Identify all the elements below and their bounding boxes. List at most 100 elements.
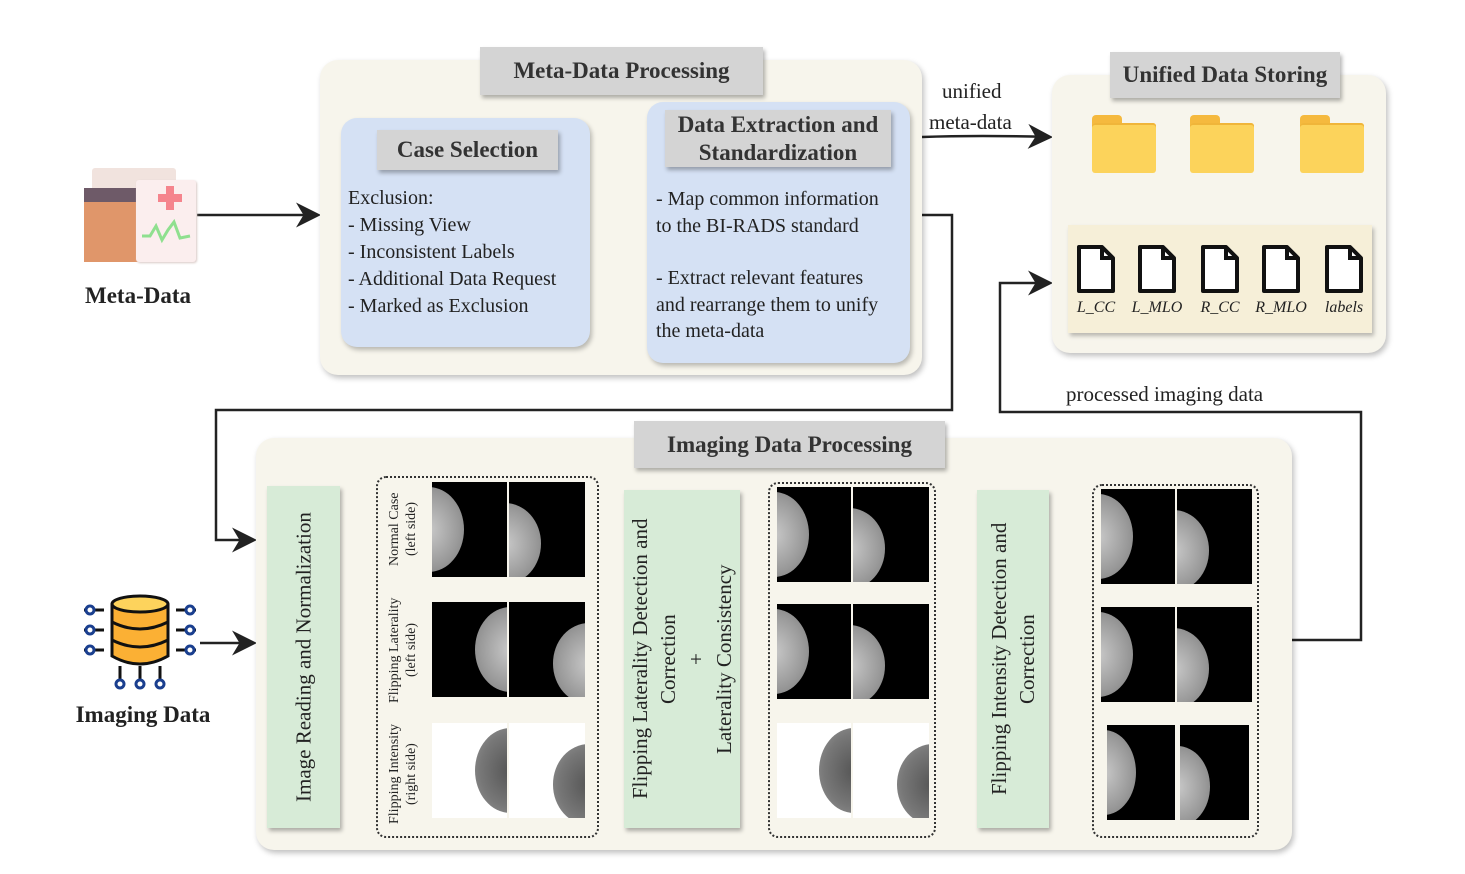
breast-shape (1107, 729, 1137, 816)
mammogram-image (853, 723, 929, 818)
mammogram-image (1101, 489, 1175, 584)
unified-storing-title: Unified Data Storing (1110, 52, 1340, 98)
file-label: L_CC (1076, 299, 1116, 316)
folder-icon (1300, 115, 1364, 173)
step-laterality-label: Flipping Laterality Detection and Correc… (624, 490, 740, 828)
input-cases-group (376, 476, 599, 838)
label-line: Flipping Intensity Detection and (987, 522, 1011, 796)
title-line: Data Extraction and (677, 111, 879, 137)
medical-folder-icon (84, 168, 196, 262)
extraction-list: - Map common information to the BI-RADS … (656, 186, 879, 345)
imaging-data-label: Imaging Data (75, 702, 211, 727)
breast-shape (1180, 745, 1210, 820)
step-laterality (624, 490, 740, 828)
mammogram-image (853, 487, 929, 582)
meta-data-processing-title: Meta-Data Processing (480, 47, 763, 95)
file-icon (1200, 244, 1240, 299)
breast-shape (896, 743, 929, 818)
plus-sign: + (684, 653, 708, 665)
label-line: Image Reading and Normalization (291, 512, 316, 802)
case-label-line: Flipping Laterality (387, 597, 402, 703)
extraction-line: - Extract relevant features (656, 267, 864, 289)
mammogram-image (777, 604, 851, 699)
breast-shape (1101, 611, 1133, 698)
case-label-line: (right side) (404, 743, 419, 805)
mammogram-image (432, 723, 507, 818)
breast-shape (552, 743, 585, 818)
file-icon (1076, 244, 1116, 299)
breast-shape (432, 486, 465, 573)
exclusion-line: - Inconsistent Labels (348, 241, 515, 263)
exclusion-line: - Missing View (348, 214, 471, 236)
arrow-to-imaging (214, 213, 954, 553)
label-line: Laterality Consistency (712, 564, 736, 754)
label-line: Correction (1015, 614, 1039, 704)
file-label: L_MLO (1131, 299, 1183, 316)
step-intensity-label: Flipping Intensity Detection and Correct… (977, 490, 1049, 828)
case-label-line: (left side) (404, 622, 419, 678)
laterality-corrected-group (768, 482, 936, 838)
mammogram-image (1177, 489, 1252, 584)
unified-label-line2: meta-data (929, 110, 1012, 134)
extraction-line: - Map common information (656, 188, 879, 210)
title-line: Standardization (698, 139, 858, 165)
breast-shape (552, 622, 585, 697)
file-icon (1261, 244, 1301, 299)
file-icon (1324, 244, 1364, 299)
mammogram-image (777, 487, 851, 582)
extraction-line: the meta-data (656, 320, 765, 342)
breast-shape (509, 502, 542, 577)
arrow-processed-imaging (998, 270, 1363, 642)
file-label: R_MLO (1255, 299, 1307, 316)
meta-data-label: Meta-Data (84, 283, 192, 308)
breast-shape (853, 507, 886, 582)
folder-icon (1190, 115, 1254, 173)
breast-shape (1101, 493, 1133, 580)
breast-shape (1177, 627, 1210, 702)
intensity-corrected-group (1092, 484, 1259, 838)
case-label: Normal Case(left side) (386, 482, 424, 576)
mammogram-image (509, 482, 585, 577)
step-image-reading (267, 486, 340, 828)
unified-label-line1: unified (942, 79, 1002, 103)
arrow-unified-meta (921, 123, 1053, 149)
processed-imaging-label: processed imaging data (1066, 382, 1264, 406)
breast-shape (853, 624, 886, 699)
breast-shape (474, 727, 507, 814)
case-label: Flipping Intensity(right side) (386, 718, 424, 830)
mammogram-image (777, 723, 851, 818)
file-label: labels (1324, 299, 1364, 316)
extraction-line: to the BI-RADS standard (656, 214, 859, 237)
mammogram-image (509, 723, 585, 818)
exclusion-list: Exclusion: - Missing View - Inconsistent… (348, 185, 556, 320)
folder-icon (1092, 115, 1156, 173)
mammogram-image (1101, 607, 1175, 702)
mammogram-image (509, 602, 585, 697)
exclusion-line: - Additional Data Request (348, 268, 557, 290)
breast-shape (819, 727, 851, 814)
mammogram-image (1107, 725, 1175, 820)
step-intensity (977, 490, 1049, 828)
mammogram-image (1180, 725, 1249, 820)
breast-shape (474, 606, 507, 693)
file-label: R_CC (1200, 299, 1240, 316)
label-line: Correction (656, 614, 680, 704)
step-image-reading-label: Image Reading and Normalization (267, 486, 340, 828)
breast-shape (777, 608, 809, 695)
mammogram-image (853, 604, 929, 699)
mammogram-image (432, 602, 507, 697)
spacer (656, 239, 879, 265)
mammogram-image (1177, 607, 1252, 702)
extraction-line: and rearrange them to unify (656, 293, 879, 316)
case-label-line: Flipping Intensity (387, 724, 402, 824)
imaging-processing-title: Imaging Data Processing (634, 421, 945, 468)
database-icon (84, 594, 196, 690)
file-icon (1137, 244, 1177, 299)
breast-shape (777, 491, 809, 578)
data-extraction-title: Data Extraction and Standardization (665, 110, 891, 167)
breast-shape (1177, 509, 1210, 584)
mammogram-image (432, 482, 507, 577)
case-selection-title: Case Selection (377, 130, 558, 170)
case-label-line: Normal Case (387, 492, 402, 566)
